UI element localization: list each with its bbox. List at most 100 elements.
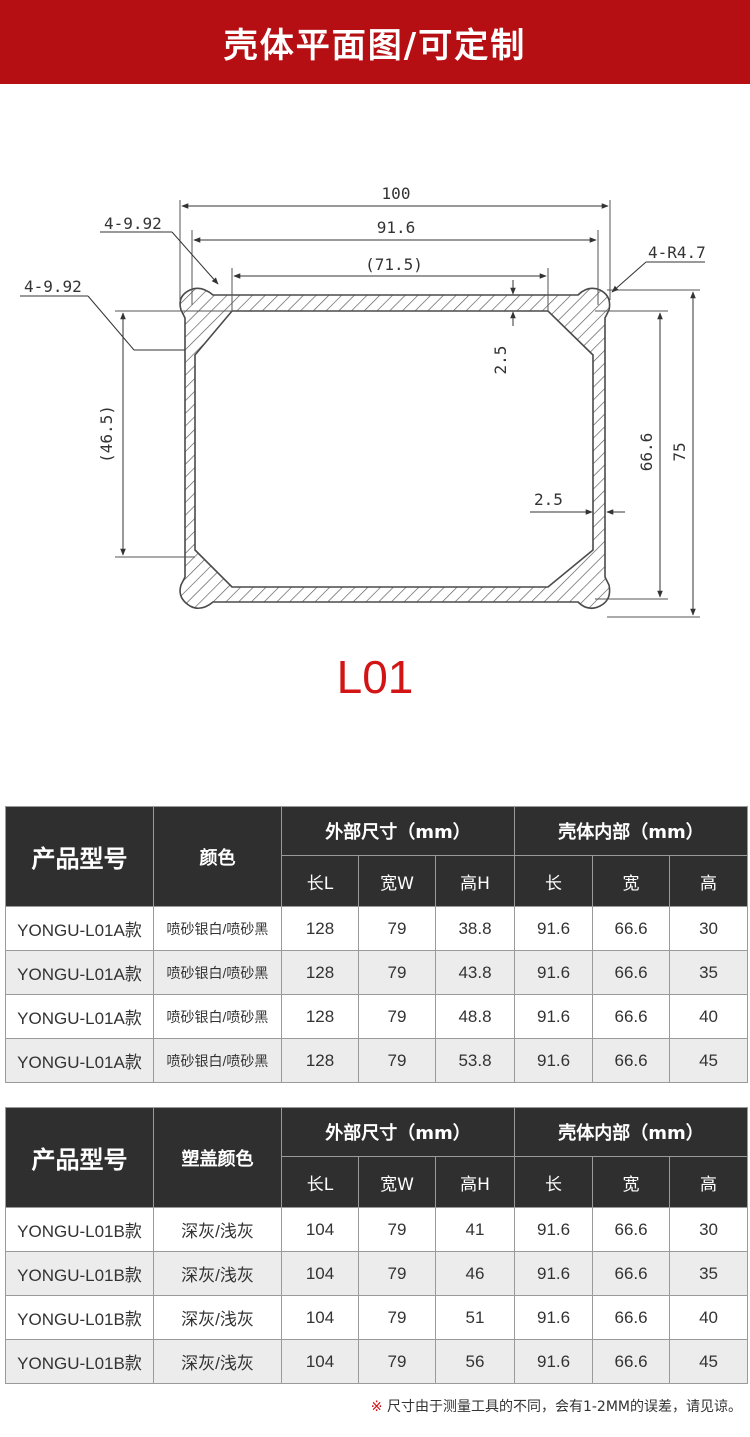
header-inner-size: 壳体内部（mm） [514, 806, 749, 856]
cell-model: YONGU-L01B款 [5, 1339, 154, 1384]
dim-wall-side: 2.5 [534, 490, 563, 509]
cell-model: YONGU-L01B款 [5, 1295, 154, 1340]
cell-length: 104 [281, 1207, 359, 1252]
cell-inner-length: 91.6 [514, 950, 594, 995]
cell-width: 79 [358, 906, 436, 951]
tolerance-note: ※ 尺寸由于测量工具的不同，会有1-2MM的误差，请见谅。 [371, 1396, 742, 1416]
header-inner-length: 长 [514, 855, 594, 907]
header-color: 颜色 [153, 806, 282, 907]
cell-model: YONGU-L01A款 [5, 1038, 154, 1083]
cell-inner-height: 35 [669, 1251, 749, 1296]
cell-inner-width: 66.6 [592, 994, 671, 1039]
cell-color: 深灰/浅灰 [153, 1207, 282, 1252]
cell-height: 51 [434, 1295, 516, 1340]
cell-width: 79 [358, 1207, 436, 1252]
cell-color: 深灰/浅灰 [153, 1295, 282, 1340]
header-inner-width: 宽 [592, 855, 671, 907]
dim-corner-top: 4-9.92 [104, 214, 162, 233]
cell-inner-width: 66.6 [592, 1251, 671, 1296]
cell-height: 53.8 [434, 1038, 516, 1083]
cell-inner-length: 91.6 [514, 906, 594, 951]
cell-inner-length: 91.6 [514, 994, 594, 1039]
cell-length: 128 [281, 950, 359, 995]
cell-length: 128 [281, 906, 359, 951]
cell-inner-height: 30 [669, 1207, 749, 1252]
cell-color: 喷砂银白/喷砂黑 [153, 1038, 282, 1083]
cell-model: YONGU-L01A款 [5, 950, 154, 995]
header-cover-color: 塑盖颜色 [153, 1107, 282, 1208]
dim-corner-radius: 4-R4.7 [648, 243, 706, 262]
header-outer-height: 高H [434, 855, 516, 907]
header-outer-size: 外部尺寸（mm） [280, 1107, 516, 1157]
spec-table-a: 产品型号 颜色 外部尺寸（mm） 壳体内部（mm） 长L 宽W 高H 长 宽 高… [5, 806, 749, 1083]
cell-model: YONGU-L01A款 [5, 906, 154, 951]
header-outer-length: 长L [281, 1156, 359, 1208]
model-label: L01 [336, 651, 414, 703]
table-row: YONGU-L01A款 喷砂银白/喷砂黑 128 79 53.8 91.6 66… [5, 1038, 749, 1083]
table-row: YONGU-L01A款 喷砂银白/喷砂黑 128 79 38.8 91.6 66… [5, 906, 749, 951]
cell-inner-length: 91.6 [514, 1295, 594, 1340]
cell-length: 128 [281, 994, 359, 1039]
header-inner-height: 高 [669, 1156, 749, 1208]
header-inner-width: 宽 [592, 1156, 671, 1208]
cell-height: 46 [434, 1251, 516, 1296]
cell-length: 128 [281, 1038, 359, 1083]
cell-inner-length: 91.6 [514, 1207, 594, 1252]
cell-inner-height: 45 [669, 1038, 749, 1083]
dim-inner-width: 91.6 [377, 218, 416, 237]
cell-color: 深灰/浅灰 [153, 1251, 282, 1296]
cell-inner-width: 66.6 [592, 950, 671, 995]
header-outer-length: 长L [281, 855, 359, 907]
cell-color: 喷砂银白/喷砂黑 [153, 994, 282, 1039]
header-model: 产品型号 [5, 806, 154, 907]
dim-flat-width: (71.5) [365, 255, 423, 274]
cell-width: 79 [358, 1339, 436, 1384]
cell-inner-width: 66.6 [592, 906, 671, 951]
enclosure-wall [179, 287, 611, 610]
cell-width: 79 [358, 994, 436, 1039]
cell-inner-height: 30 [669, 906, 749, 951]
cell-color: 喷砂银白/喷砂黑 [153, 950, 282, 995]
header-outer-width: 宽W [358, 855, 436, 907]
cell-length: 104 [281, 1251, 359, 1296]
table-row: YONGU-L01B款 深灰/浅灰 104 79 46 91.6 66.6 35 [5, 1251, 749, 1296]
cell-height: 43.8 [434, 950, 516, 995]
cell-inner-height: 35 [669, 950, 749, 995]
header-inner-length: 长 [514, 1156, 594, 1208]
enclosure-drawing: 100 91.6 (71.5) 4-9.92 4-9.92 4-R4.7 2.5… [20, 184, 706, 618]
header-outer-size: 外部尺寸（mm） [280, 806, 516, 856]
cell-length: 104 [281, 1339, 359, 1384]
note-mark: ※ [370, 1399, 383, 1415]
header-model: 产品型号 [5, 1107, 154, 1208]
cell-width: 79 [358, 950, 436, 995]
header-outer-height: 高H [434, 1156, 516, 1208]
cell-length: 104 [281, 1295, 359, 1340]
header-inner-height: 高 [669, 855, 749, 907]
cell-color: 喷砂银白/喷砂黑 [153, 906, 282, 951]
table-row: YONGU-L01B款 深灰/浅灰 104 79 51 91.6 66.6 40 [5, 1295, 749, 1340]
cell-width: 79 [358, 1038, 436, 1083]
cell-inner-length: 91.6 [514, 1339, 594, 1384]
cell-height: 56 [434, 1339, 516, 1384]
header-inner-size: 壳体内部（mm） [514, 1107, 749, 1157]
table-row: YONGU-L01A款 喷砂银白/喷砂黑 128 79 48.8 91.6 66… [5, 994, 749, 1039]
dim-corner-side: 4-9.92 [24, 277, 82, 296]
table-row: YONGU-L01B款 深灰/浅灰 104 79 56 91.6 66.6 45 [5, 1339, 749, 1384]
note-text: 尺寸由于测量工具的不同，会有1-2MM的误差，请见谅。 [386, 1399, 742, 1415]
cell-model: YONGU-L01B款 [5, 1207, 154, 1252]
cell-width: 79 [358, 1295, 436, 1340]
dim-overall-width: 100 [382, 184, 411, 203]
dim-overall-height: 75 [670, 442, 689, 461]
cell-inner-width: 66.6 [592, 1207, 671, 1252]
dim-flat-height: (46.5) [97, 405, 116, 463]
cell-inner-width: 66.6 [592, 1038, 671, 1083]
cell-inner-height: 40 [669, 1295, 749, 1340]
dim-inner-height: 66.6 [637, 433, 656, 472]
table-row: YONGU-L01B款 深灰/浅灰 104 79 41 91.6 66.6 30 [5, 1207, 749, 1252]
dim-wall-top: 2.5 [491, 346, 510, 375]
table-row: YONGU-L01A款 喷砂银白/喷砂黑 128 79 43.8 91.6 66… [5, 950, 749, 995]
cell-inner-height: 45 [669, 1339, 749, 1384]
title-banner: 壳体平面图/可定制 [0, 0, 750, 84]
cell-inner-length: 91.6 [514, 1251, 594, 1296]
cell-model: YONGU-L01B款 [5, 1251, 154, 1296]
